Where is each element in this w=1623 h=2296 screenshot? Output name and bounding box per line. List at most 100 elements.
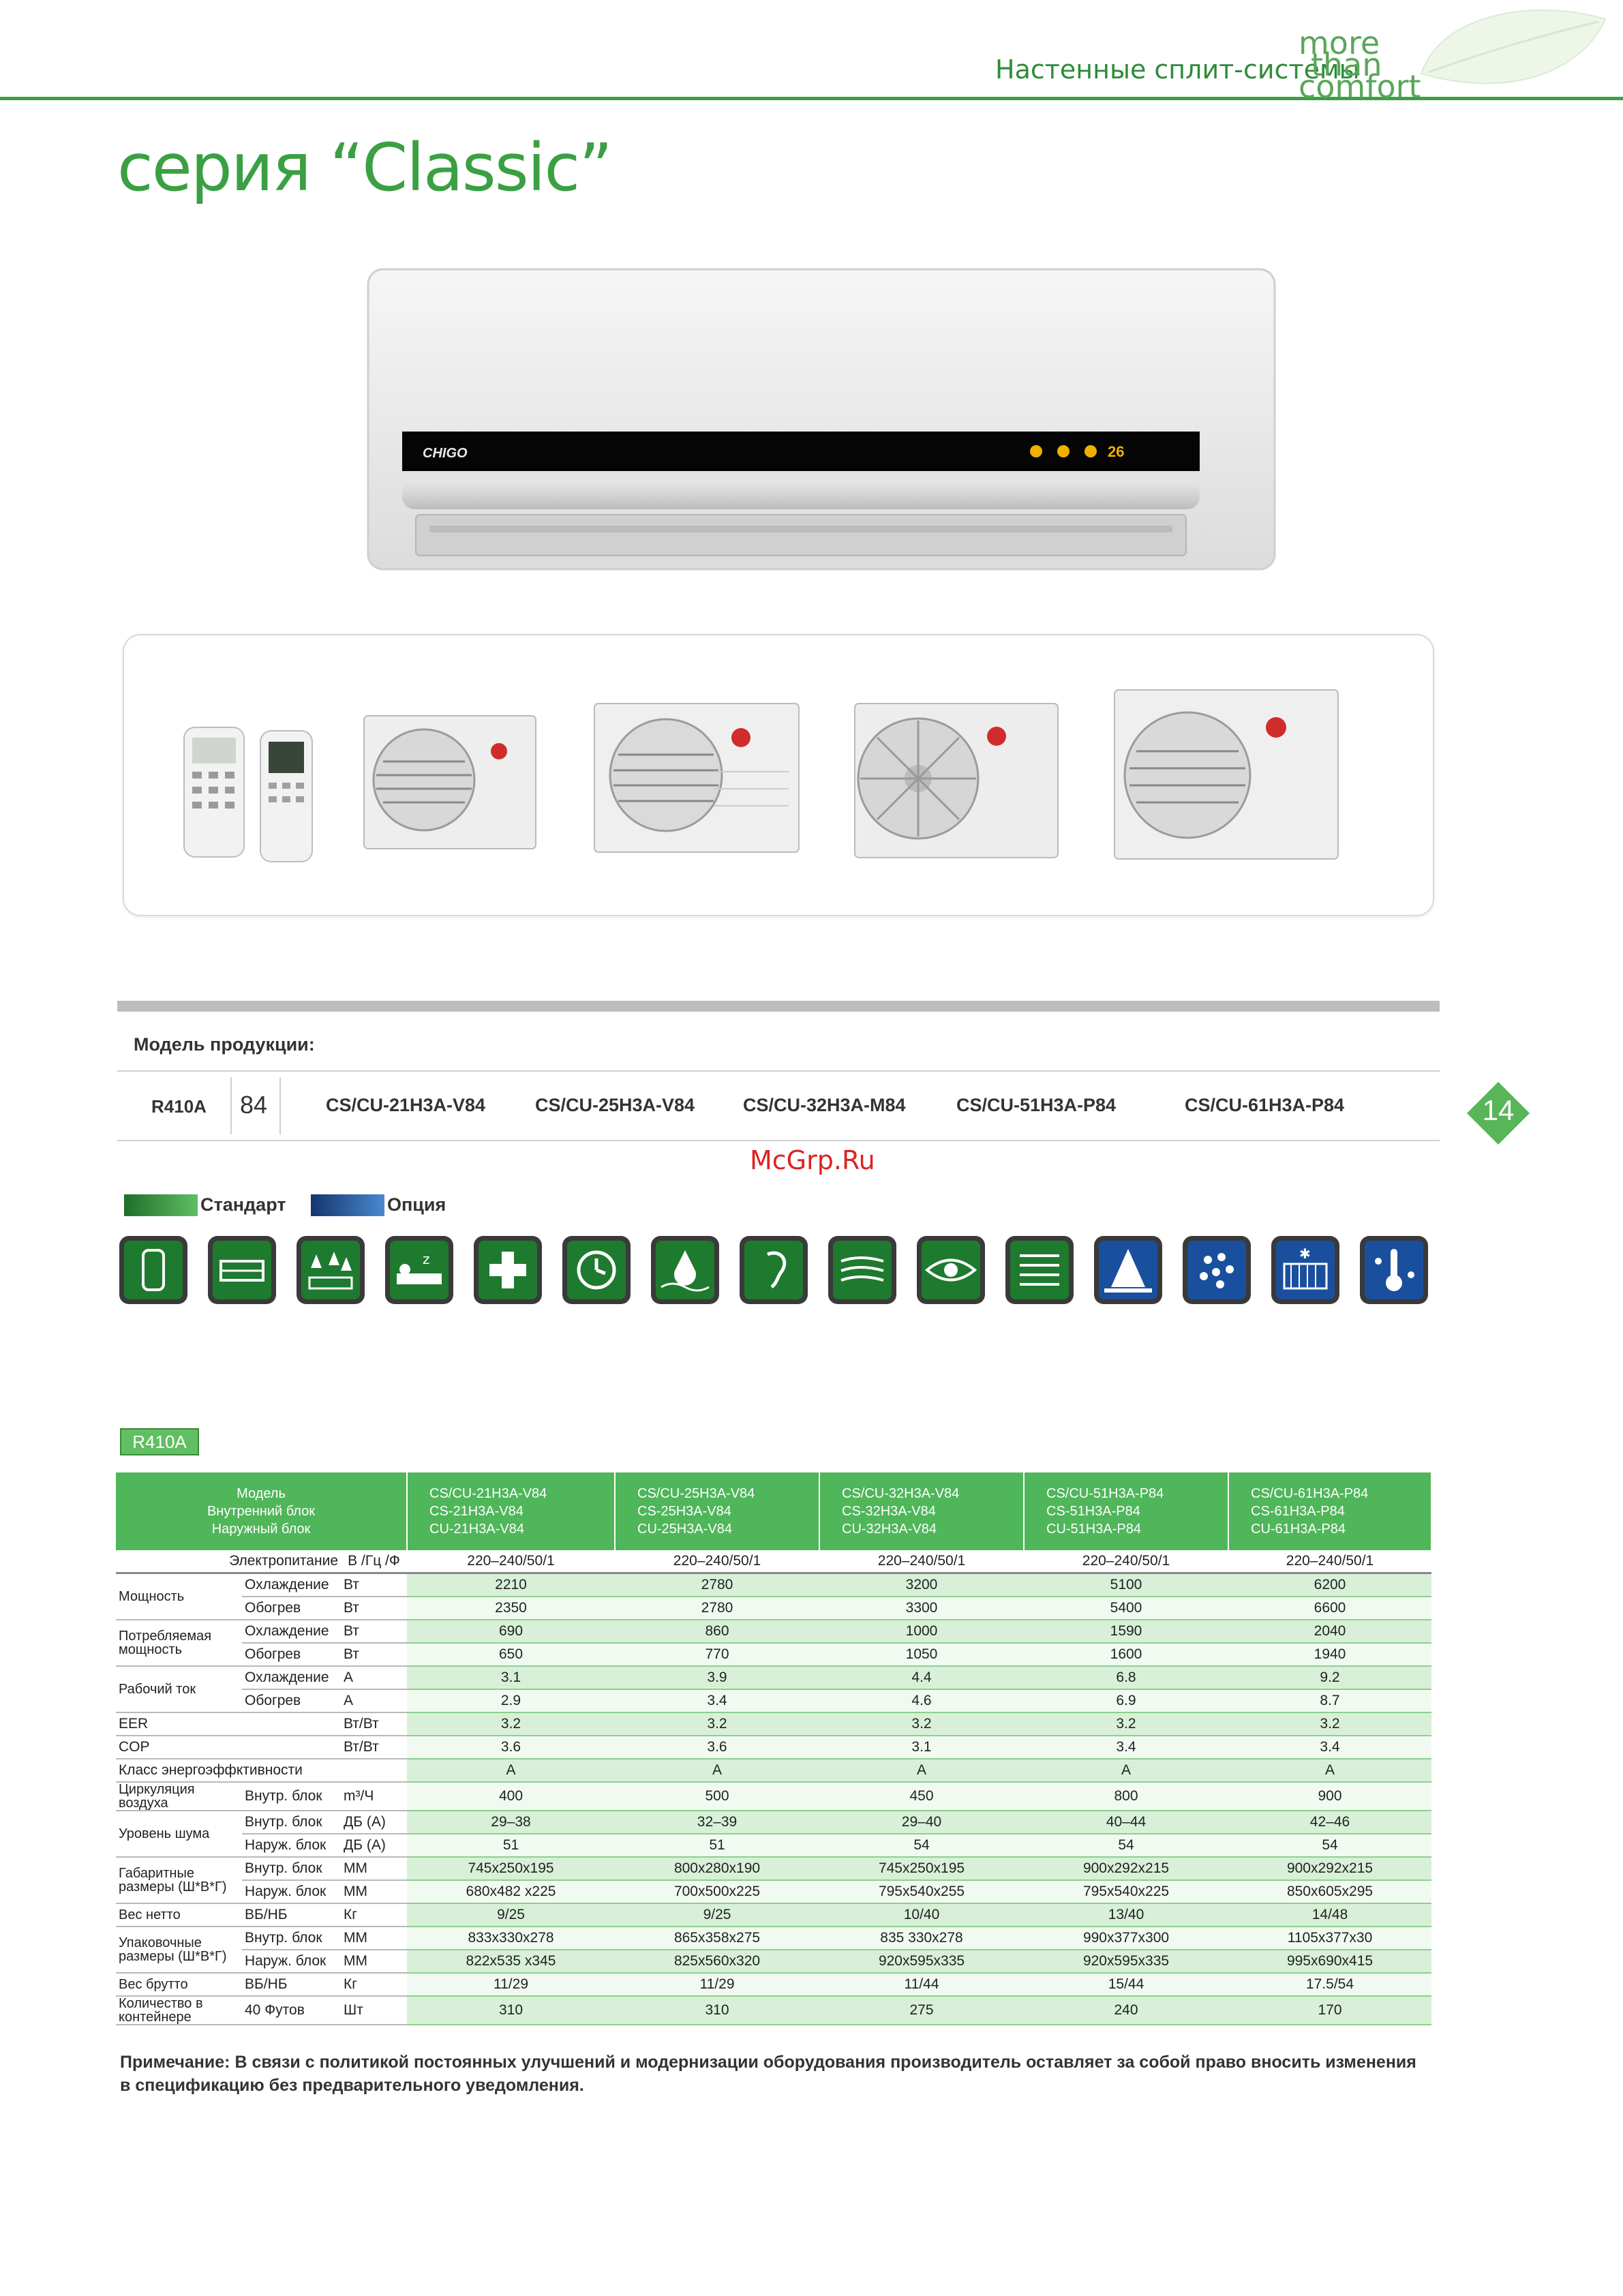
legend-swatch-standard: [124, 1194, 198, 1216]
row-unit: ММ: [341, 1857, 407, 1881]
table-cell: 833x330x278: [407, 1927, 615, 1950]
table-cell: 29–38: [407, 1811, 615, 1834]
table-cell: 3.9: [615, 1666, 819, 1690]
row-unit: В /Гц /Ф: [341, 1550, 407, 1574]
header-rule: [0, 97, 1623, 100]
table-cell: 1590: [1024, 1620, 1228, 1644]
table-cell: 54: [1024, 1834, 1228, 1858]
row-unit: Кг: [341, 1973, 407, 1997]
row-sub-label: Обогрев: [242, 1689, 341, 1713]
divider: [230, 1077, 232, 1134]
table-cell: 9/25: [615, 1903, 819, 1927]
table-cell: 800: [1024, 1782, 1228, 1811]
row-unit: Вт/Вт: [341, 1712, 407, 1736]
table-cell: 6.9: [1024, 1689, 1228, 1713]
table-cell: 1940: [1228, 1643, 1431, 1667]
row-unit: Вт: [341, 1620, 407, 1644]
table-cell: 310: [407, 1996, 615, 2025]
slogan-word: comfort: [1299, 68, 1421, 105]
table-cell: 835 330x278: [819, 1927, 1024, 1950]
table-cell: 6600: [1228, 1597, 1431, 1620]
airflow-icon: [828, 1236, 896, 1304]
row-sub-label: 40 Футов: [242, 1996, 341, 2025]
table-cell: 795x540x225: [1024, 1880, 1228, 1904]
row-sub-label: Обогрев: [242, 1597, 341, 1620]
table-cell: 3.4: [615, 1689, 819, 1713]
refrigerant-label: R410A: [151, 1096, 207, 1117]
sleep-icon: z: [385, 1236, 453, 1304]
table-cell: 1105x377x30: [1228, 1927, 1431, 1950]
table-cell: 220–240/50/1: [1024, 1550, 1228, 1574]
row-unit: ММ: [341, 1927, 407, 1950]
table-cell: 850x605x295: [1228, 1880, 1431, 1904]
row-unit: Кг: [341, 1903, 407, 1927]
page-number: 14: [1482, 1094, 1515, 1126]
row-group-label: Упаковочные размеры (Ш*В*Г): [116, 1927, 242, 1974]
row-unit: ДБ (A): [341, 1834, 407, 1858]
watermark: McGrp.Ru: [750, 1145, 875, 1175]
row-group-label: COP: [116, 1736, 341, 1759]
table-cell: 51: [615, 1834, 819, 1858]
row-group-label: Количество в контейнере: [116, 1996, 242, 2025]
row-unit: m³/Ч: [341, 1782, 407, 1811]
table-cell: 1600: [1024, 1643, 1228, 1667]
row-group-label: Потребляемая мощность: [116, 1620, 242, 1667]
table-cell: 3.1: [819, 1736, 1024, 1759]
table-cell: A: [819, 1759, 1024, 1783]
health-icon: [474, 1236, 542, 1304]
table-cell: 2040: [1228, 1620, 1431, 1644]
louver-icon: [1005, 1236, 1074, 1304]
table-cell: 32–39: [615, 1811, 819, 1834]
outdoor-unit-image: [854, 703, 1059, 858]
svg-text:z: z: [423, 1251, 430, 1267]
table-cell: 450: [819, 1782, 1024, 1811]
table-cell: 900x292x215: [1228, 1857, 1431, 1881]
table-cell: 800x280x190: [615, 1857, 819, 1881]
table-cell: A: [1228, 1759, 1431, 1783]
row-group-label: EER: [116, 1712, 341, 1736]
leaf-decoration: [1420, 10, 1607, 85]
row-label: Электропитание: [116, 1550, 341, 1574]
row-sub-label: Внутр. блок: [242, 1857, 341, 1881]
row-sub-label: Охлаждение: [242, 1620, 341, 1644]
table-cell: 1050: [819, 1643, 1024, 1667]
brand-logo: CHIGO: [423, 446, 468, 461]
row-unit: Вт: [341, 1597, 407, 1620]
table-cell: 680x482 x225: [407, 1880, 615, 1904]
model-name: CS/CU-61H3A-P84: [1185, 1095, 1345, 1115]
row-sub-label: Охлаждение: [242, 1666, 341, 1690]
table-cell: 650: [407, 1643, 615, 1667]
row-unit: ММ: [341, 1950, 407, 1974]
row-group-label: Вес брутто: [116, 1973, 242, 1997]
quiet-icon: [740, 1236, 808, 1304]
table-cell: 3.2: [615, 1712, 819, 1736]
refrigerant-tag: R410A: [120, 1428, 199, 1455]
row-sub-label: Охлаждение: [242, 1573, 341, 1597]
table-cell: 51: [407, 1834, 615, 1858]
table-cell: 220–240/50/1: [407, 1550, 615, 1574]
row-sub-label: Обогрев: [242, 1643, 341, 1667]
table-cell: 11/29: [615, 1973, 819, 1997]
row-group-label: Габаритные размеры (Ш*В*Г): [116, 1857, 242, 1904]
row-unit: А: [341, 1689, 407, 1713]
table-cell: 14/48: [1228, 1903, 1431, 1927]
table-cell: 700x500x225: [615, 1880, 819, 1904]
table-cell: 4.6: [819, 1689, 1024, 1713]
table-cell: 2780: [615, 1573, 819, 1597]
table-cell: 6200: [1228, 1573, 1431, 1597]
